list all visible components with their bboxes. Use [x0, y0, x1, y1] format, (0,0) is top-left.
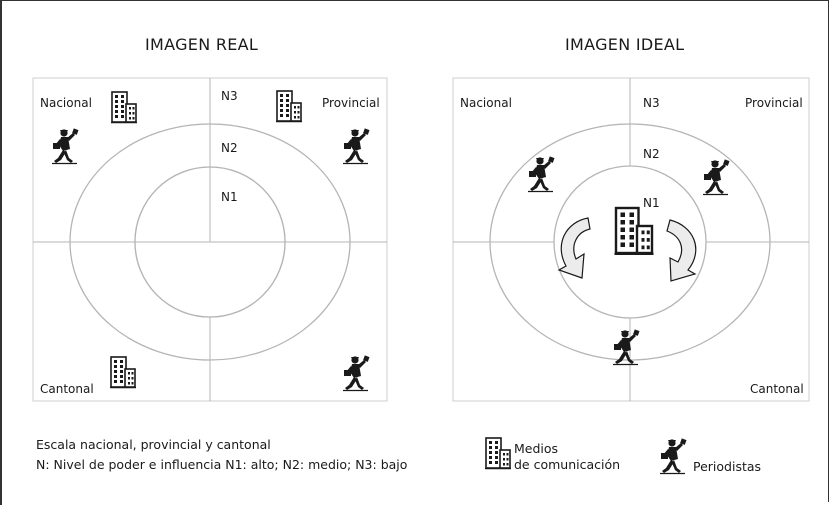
building-icon: [109, 356, 137, 389]
journalist-icon: [527, 155, 556, 193]
label-n2: N2: [221, 141, 238, 155]
legend-media-line1: Medios: [514, 441, 559, 456]
label-n3: N3: [643, 96, 660, 110]
journalist-icon: [342, 354, 371, 392]
label-provincial: Provincial: [745, 96, 803, 110]
legend-media-line2: de comunicación: [514, 457, 621, 472]
label-n1: N1: [643, 196, 660, 210]
label-cantonal: Cantonal: [40, 382, 94, 396]
legend-scale-text: Escala nacional, provincial y cantonal: [36, 437, 271, 452]
legend-journalists: Periodistas: [693, 459, 762, 474]
ring-n1-real: [134, 166, 286, 318]
journalist-icon: [702, 158, 731, 196]
curved-arrow-icon: [557, 217, 591, 279]
panel-real-title: IMAGEN REAL: [145, 35, 259, 54]
label-nacional: Nacional: [40, 96, 92, 110]
label-n1: N1: [221, 190, 238, 204]
label-provincial: Provincial: [322, 96, 380, 110]
label-cantonal: Cantonal: [750, 382, 804, 396]
journalist-icon: [659, 437, 688, 475]
label-n3: N3: [221, 89, 238, 103]
building-icon: [275, 90, 303, 123]
figure-frame-left: [0, 0, 2, 505]
journalist-icon: [342, 127, 371, 165]
building-icon: [484, 437, 512, 470]
journalist-icon: [51, 127, 80, 165]
panel-ideal-title: IMAGEN IDEAL: [565, 35, 685, 54]
label-n2: N2: [643, 147, 660, 161]
label-nacional: Nacional: [460, 96, 512, 110]
legend-level-text: N: Nivel de poder e influencia N1: alto;…: [36, 457, 408, 472]
building-icon: [110, 91, 138, 124]
curved-arrow-icon: [666, 219, 697, 282]
